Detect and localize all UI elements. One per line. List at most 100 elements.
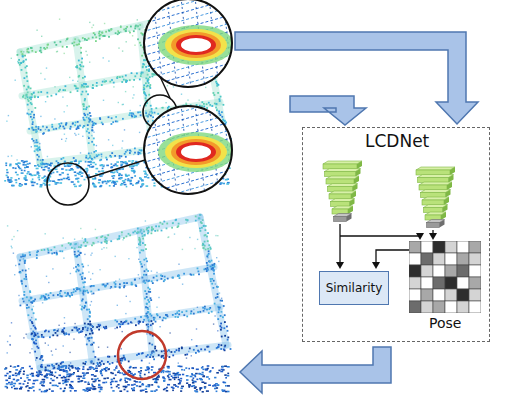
map-point — [110, 29, 112, 31]
map-point — [162, 107, 164, 109]
map-point — [85, 245, 87, 247]
map-point — [59, 125, 61, 127]
map-point — [38, 128, 40, 130]
map-point — [123, 282, 125, 284]
map-point — [117, 238, 119, 240]
map-point — [159, 316, 161, 318]
map-point — [34, 150, 36, 152]
map-point — [70, 91, 72, 93]
map-point — [143, 59, 145, 61]
map-point — [130, 151, 131, 152]
map-point — [119, 286, 121, 288]
map-point — [113, 181, 115, 183]
map-point — [26, 307, 28, 309]
map-point — [127, 178, 129, 180]
map-point — [40, 51, 42, 53]
map-point — [140, 186, 142, 188]
map-point — [25, 176, 27, 178]
map-point — [5, 165, 7, 167]
map-point — [82, 117, 84, 119]
map-point — [84, 179, 86, 181]
map-point — [44, 299, 46, 301]
map-point — [128, 361, 130, 363]
map-point — [178, 348, 180, 350]
map-point — [35, 340, 37, 342]
map-point — [86, 39, 88, 41]
map-point — [80, 152, 81, 153]
map-point — [171, 351, 173, 353]
map-point — [74, 133, 75, 134]
map-point — [186, 354, 188, 356]
map-point — [135, 284, 137, 286]
map-point — [89, 22, 90, 23]
map-point — [66, 138, 67, 139]
map-point — [131, 284, 133, 286]
map-point — [120, 165, 122, 167]
map-point — [185, 102, 186, 103]
map-point — [112, 180, 114, 182]
map-point — [83, 86, 85, 88]
map-point — [83, 83, 85, 85]
map-point — [122, 76, 124, 78]
map-point — [74, 175, 76, 177]
map-point — [56, 182, 59, 184]
map-point — [172, 222, 174, 224]
map-point — [102, 182, 104, 184]
map-point — [49, 336, 51, 338]
map-point — [64, 165, 67, 167]
map-point — [100, 34, 102, 36]
map-point — [116, 321, 118, 323]
map-wall — [40, 345, 228, 368]
map-point — [60, 295, 62, 297]
map-point — [29, 291, 31, 293]
map-point — [134, 28, 136, 30]
map-point — [70, 243, 72, 245]
map-point — [47, 156, 48, 157]
map-point — [40, 47, 42, 49]
map-point — [220, 96, 222, 98]
map-point — [103, 165, 104, 166]
map-point — [9, 179, 12, 181]
map-point — [140, 44, 142, 46]
map-point — [113, 82, 115, 84]
map-point — [11, 58, 12, 59]
map-point — [141, 179, 143, 181]
map-point — [43, 295, 45, 297]
map-point — [157, 113, 159, 115]
map-point — [88, 137, 90, 139]
map-point — [124, 358, 126, 360]
map-point — [156, 275, 158, 277]
map-point — [143, 84, 145, 86]
map-point — [69, 128, 71, 130]
map-point — [193, 349, 195, 351]
map-point — [58, 123, 60, 125]
map-point — [145, 66, 147, 68]
map-point — [143, 89, 145, 91]
map-point — [187, 99, 188, 100]
map-point — [27, 171, 29, 173]
map-point — [120, 164, 123, 166]
map-point — [119, 326, 121, 328]
map-point — [92, 183, 94, 185]
map-point — [76, 128, 78, 130]
map-point — [72, 122, 74, 124]
map-point — [45, 166, 48, 168]
map-point — [169, 356, 171, 358]
map-point — [177, 275, 179, 277]
map-point — [81, 94, 83, 96]
map-point — [126, 163, 128, 165]
map-point — [20, 305, 22, 307]
map-point — [204, 306, 206, 308]
map-point — [216, 109, 218, 111]
map-point — [31, 47, 33, 49]
map-point — [173, 86, 174, 87]
map-point — [56, 51, 57, 52]
map-point — [111, 79, 113, 81]
map-point — [107, 234, 109, 236]
map-point — [133, 94, 134, 95]
map-point — [119, 76, 121, 78]
map-point — [134, 231, 136, 233]
map-point — [179, 277, 181, 279]
map-point — [62, 126, 64, 128]
